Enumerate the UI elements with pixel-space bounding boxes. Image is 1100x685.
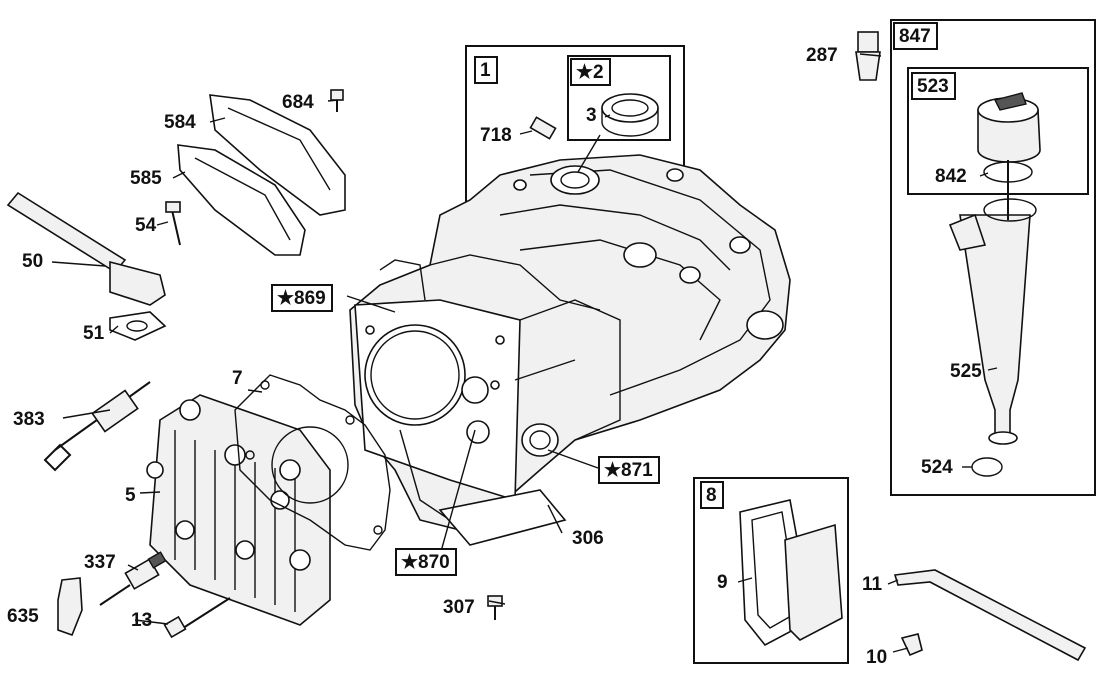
engine-block	[349, 154, 791, 531]
gasket-51	[109, 311, 167, 341]
bolt-13	[179, 597, 231, 631]
callout-337: 337	[84, 552, 116, 573]
seal-3	[601, 93, 659, 137]
callout-11: 11	[862, 574, 883, 595]
callout-7: 7	[232, 368, 243, 389]
gasket-584	[209, 94, 346, 216]
callout-869: ★869	[271, 284, 333, 312]
cylinder-head	[146, 394, 331, 626]
callout-2: ★2	[570, 58, 611, 86]
callout-870: ★870	[395, 548, 457, 576]
head-gasket-7	[234, 374, 391, 551]
callout-8: 8	[700, 481, 724, 509]
callout-718: 718	[480, 125, 512, 146]
gasket-585	[177, 144, 306, 256]
callout-307: 307	[443, 597, 475, 618]
callout-584: 584	[164, 112, 196, 133]
callout-287: 287	[806, 45, 838, 66]
callout-524: 524	[921, 457, 953, 478]
callout-306: 306	[572, 528, 604, 549]
callout-9: 9	[717, 572, 728, 593]
callout-50: 50	[22, 251, 44, 272]
callout-3: 3	[586, 105, 597, 126]
breather-tube-383	[43, 381, 151, 472]
callout-684: 684	[282, 92, 314, 113]
callout-523: 523	[911, 72, 956, 100]
plug-287	[855, 31, 881, 81]
callout-383: 383	[13, 409, 45, 430]
callout-525: 525	[950, 361, 982, 382]
callout-585: 585	[130, 168, 162, 189]
callout-13: 13	[131, 610, 153, 631]
callout-842: 842	[935, 166, 967, 187]
callout-51: 51	[83, 323, 105, 344]
oring-524	[971, 457, 1003, 477]
dipstick-cap-523	[977, 92, 1041, 222]
bolt-684	[330, 89, 344, 101]
callout-10: 10	[866, 647, 888, 668]
group-box-847	[890, 19, 1096, 496]
cover-9	[739, 499, 843, 647]
dipstick-tube-525	[948, 213, 1031, 445]
callout-847: 847	[893, 22, 938, 50]
pin-718	[529, 116, 557, 140]
screw-10	[900, 633, 923, 657]
leader-lines	[51, 53, 998, 653]
intake-pipe-50	[6, 191, 166, 306]
group-box-2	[567, 55, 671, 141]
group-box-8	[693, 477, 849, 664]
callout-871: ★871	[598, 456, 660, 484]
callout-5: 5	[125, 485, 136, 506]
callout-1: 1	[474, 56, 498, 84]
spark-plug-boot-635	[57, 577, 83, 637]
group-box-523	[907, 67, 1089, 195]
tube-11	[893, 569, 1087, 662]
callout-635: 635	[7, 606, 39, 627]
spark-plug-337	[99, 551, 167, 606]
bolt-54	[171, 209, 181, 246]
callout-54: 54	[135, 215, 157, 236]
gasket-306	[438, 489, 567, 546]
